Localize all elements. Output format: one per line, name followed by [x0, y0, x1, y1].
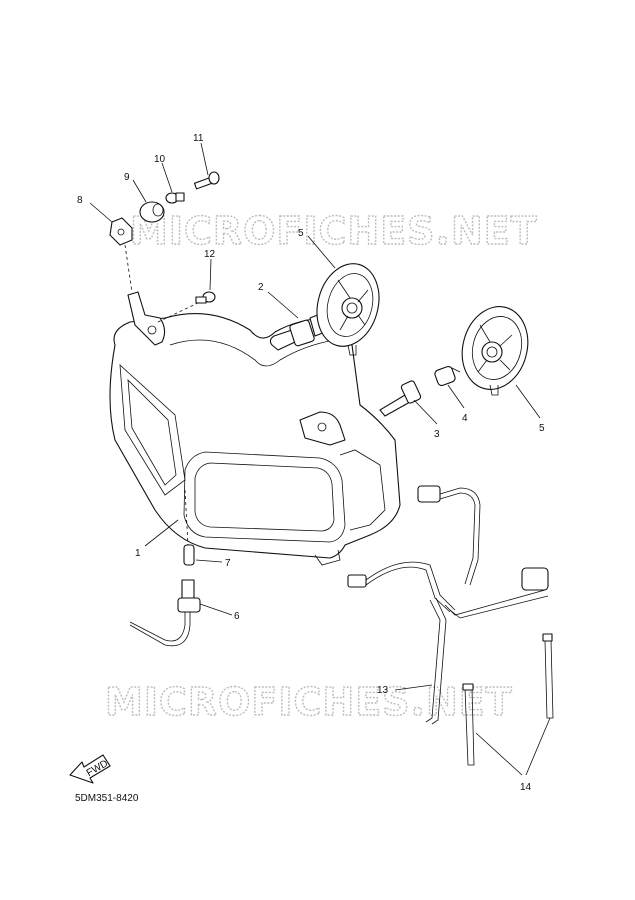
- watermark-bottom: MICROFICHES.NET: [105, 680, 513, 724]
- callout-6: 6: [234, 611, 240, 622]
- nut: [109, 217, 133, 246]
- small-screw: [195, 291, 216, 304]
- diagram-code: 5DM351-8420: [75, 793, 139, 804]
- callout-3: 3: [434, 429, 440, 440]
- auxiliary-bulb: [183, 544, 195, 566]
- callout-7: 7: [225, 558, 231, 569]
- position-bulb: [379, 380, 422, 417]
- bulb-socket-lower: [461, 306, 529, 396]
- callout-1: 1: [135, 548, 141, 559]
- callout-10: 10: [154, 154, 166, 165]
- fwd-label: FWD: [85, 758, 110, 779]
- watermark-top: MICROFICHES.NET: [130, 209, 538, 253]
- auxiliary-socket-cord: [129, 579, 201, 647]
- callout-4: 4: [462, 413, 468, 424]
- leader-lines: [89, 142, 551, 776]
- callout-5-lower: 5: [539, 423, 545, 434]
- screw: [193, 171, 220, 190]
- callout-2: 2: [258, 282, 264, 293]
- forward-arrow-icon: FWD: [69, 754, 111, 784]
- grommet: [139, 201, 165, 223]
- callout-11: 11: [193, 133, 204, 144]
- callout-12: 12: [204, 249, 216, 260]
- bulb-socket-upper: [316, 263, 380, 356]
- bulb-holder: [434, 365, 461, 387]
- callout-14: 14: [520, 782, 532, 793]
- cable-tie-left: [462, 683, 475, 766]
- callout-9: 9: [124, 172, 130, 183]
- wire-harness: [347, 485, 549, 725]
- callout-13: 13: [377, 685, 389, 696]
- callout-8: 8: [77, 195, 83, 206]
- headlight-unit: [109, 291, 401, 566]
- callout-5-upper: 5: [298, 228, 304, 239]
- cable-tie-right: [542, 633, 554, 719]
- collar: [165, 192, 185, 204]
